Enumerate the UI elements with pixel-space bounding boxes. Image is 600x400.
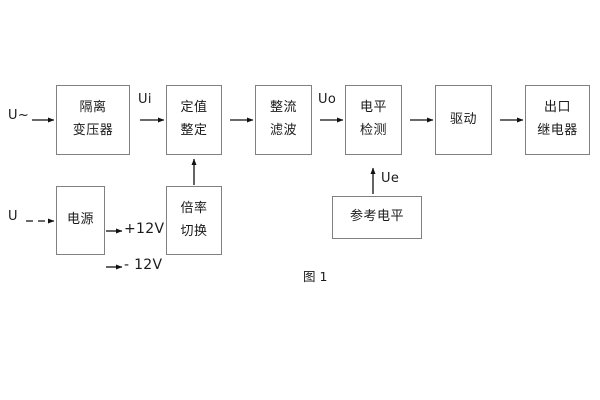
block-rectify-filter: 整流 滤波 xyxy=(255,85,312,155)
block-reference-level: 参考电平 xyxy=(332,196,422,239)
block-setting-value: 定值 整定 xyxy=(166,85,222,155)
block-power-supply: 电源 xyxy=(56,186,105,255)
block-line: 滤波 xyxy=(269,123,297,138)
figure-caption: 图 1 xyxy=(303,269,328,284)
block-multiplier-switch: 倍率 切换 xyxy=(166,186,222,255)
block-line: 检测 xyxy=(359,123,387,138)
block-isolation-transformer: 隔离 变压器 xyxy=(56,85,130,155)
block-line: 隔离 xyxy=(79,100,107,116)
label-signal-uo: Uo xyxy=(318,92,337,107)
block-line: 继电器 xyxy=(537,123,578,138)
block-drive: 驱动 xyxy=(435,85,492,155)
block-line: 整流 xyxy=(269,100,297,116)
block-output-relay: 出口 继电器 xyxy=(525,85,590,155)
block-line: 变压器 xyxy=(72,123,114,138)
block-line: 电源 xyxy=(66,212,94,228)
block-line: 电平 xyxy=(359,100,387,116)
label-rail-negative: - 12V xyxy=(124,257,163,273)
label-signal-ue: Ue xyxy=(381,171,400,186)
block-line: 出口 xyxy=(543,100,571,116)
label-input-ac: U~ xyxy=(8,108,30,123)
block-line: 参考电平 xyxy=(349,209,404,225)
label-rail-positive: +12V xyxy=(124,221,165,237)
label-input-dc: U xyxy=(8,209,18,224)
block-line: 切换 xyxy=(180,223,208,239)
block-line: 驱动 xyxy=(449,111,477,127)
block-line: 整定 xyxy=(180,123,208,138)
label-signal-ui: Ui xyxy=(138,92,152,107)
block-line: 倍率 xyxy=(180,200,208,216)
block-level-detection: 电平 检测 xyxy=(345,85,402,155)
block-line: 定值 xyxy=(180,100,208,116)
